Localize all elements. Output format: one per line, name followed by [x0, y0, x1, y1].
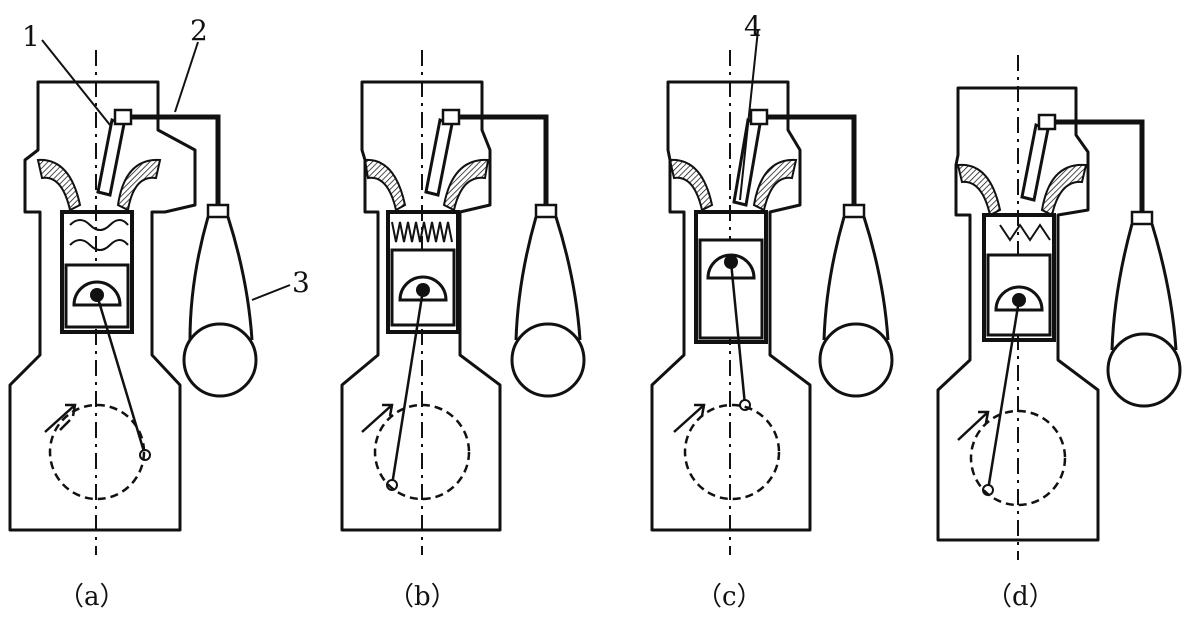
bulb-cap — [206, 203, 230, 219]
piston-pin-boss — [994, 285, 1044, 312]
cylinder — [386, 210, 460, 334]
fuel-bulb — [188, 216, 254, 341]
exhaust-flow — [999, 223, 1051, 242]
intake-port — [668, 158, 714, 212]
fuel-line — [131, 114, 221, 205]
caption-d: （d） — [986, 582, 1055, 612]
crank-circle — [373, 403, 471, 501]
fuel-bulb — [822, 216, 890, 341]
engine-block-outline — [650, 80, 812, 532]
injector-head — [113, 108, 133, 126]
injector — [1020, 123, 1050, 202]
fuel-line — [459, 114, 549, 205]
caption-b: （b） — [388, 582, 457, 612]
panel-c: 4 （c） — [650, 10, 894, 612]
panel-d: （d） — [936, 55, 1182, 612]
exhaust-port — [1040, 163, 1088, 217]
engine-block-outline — [340, 80, 502, 532]
callout-1: 1 — [22, 20, 40, 53]
rotation-arrow — [673, 403, 706, 433]
bulb-cap — [1130, 210, 1154, 226]
connecting-rod — [729, 261, 747, 406]
fuel-bulb — [1110, 223, 1178, 351]
rotation-arrow — [957, 410, 990, 441]
intake-swirl — [69, 219, 129, 251]
compressed-charge — [391, 221, 453, 243]
caption-a: （a） — [58, 582, 126, 612]
connecting-rod — [986, 299, 1021, 491]
fuel-bulb-ball — [1106, 332, 1182, 408]
piston-pin-boss — [398, 275, 448, 302]
exhaust-port — [116, 158, 162, 212]
fuel-bulb — [514, 216, 582, 341]
leader-1 — [41, 39, 111, 126]
callout-3: 3 — [292, 266, 310, 299]
intake-port — [363, 158, 407, 212]
leader-2 — [174, 41, 199, 113]
cylinder — [982, 213, 1056, 342]
fuel-line — [767, 114, 857, 205]
rotation-arrow — [44, 403, 77, 433]
fuel-bulb-ball — [818, 322, 894, 398]
connecting-rod — [390, 289, 425, 486]
cylinder — [694, 210, 768, 344]
piston-pin-boss — [706, 253, 756, 280]
intake-port — [36, 158, 82, 212]
bulb-cap — [842, 203, 866, 219]
crank-circle — [48, 403, 146, 501]
rotation-arrow — [361, 403, 394, 433]
panel-b: （b） — [340, 50, 586, 612]
engine-block-outline — [8, 80, 197, 532]
panel-a: 1 2 3 （a） — [8, 14, 310, 612]
injector — [424, 118, 454, 197]
injector-head — [749, 108, 769, 126]
intake-port — [956, 163, 1002, 217]
connecting-rod — [95, 294, 147, 456]
crank-circle — [969, 409, 1067, 507]
fuel-bulb-ball — [182, 322, 258, 398]
injector-head — [441, 108, 461, 126]
engine-block-outline — [936, 86, 1100, 542]
exhaust-port — [752, 158, 798, 212]
cylinder — [60, 210, 134, 334]
exhaust-port — [442, 158, 490, 212]
crank-circle — [683, 403, 781, 501]
bulb-cap — [534, 203, 558, 219]
caption-c: （c） — [696, 582, 763, 612]
callout-2: 2 — [190, 14, 208, 47]
fuel-line — [1055, 119, 1145, 212]
injector — [96, 118, 126, 197]
piston-pin-boss — [72, 280, 122, 307]
leader-3 — [251, 284, 291, 301]
callout-4: 4 — [744, 10, 762, 43]
fuel-bulb-ball — [510, 322, 586, 398]
injector-head — [1037, 113, 1057, 131]
leader-4 — [739, 29, 759, 201]
